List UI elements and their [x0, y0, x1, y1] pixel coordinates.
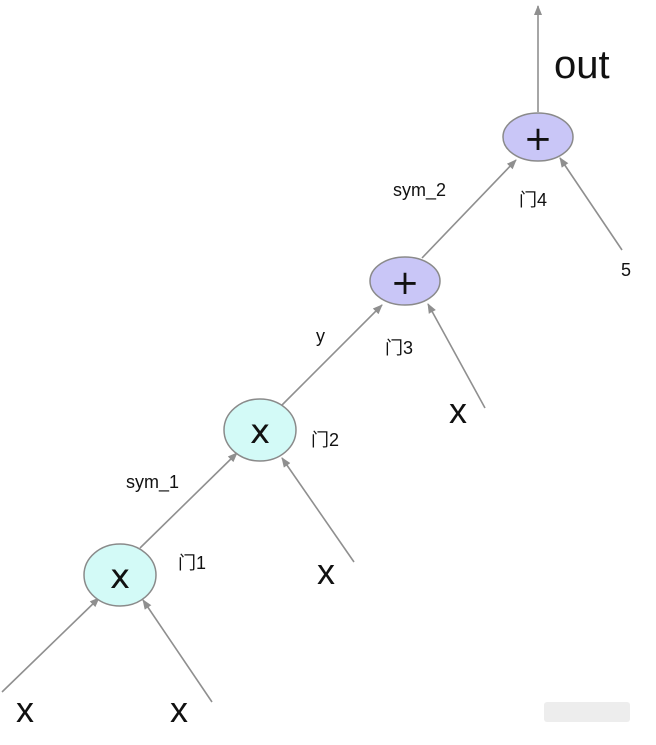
- gate4-label: 门4: [519, 190, 547, 210]
- edge-gate1-to-gate2: [139, 452, 238, 549]
- gate3-operator: +: [391, 263, 420, 303]
- blurred-watermark: [544, 702, 630, 722]
- gate3-node: [369, 256, 441, 306]
- gate1-operator: x: [110, 557, 130, 597]
- gate2-node: [223, 398, 297, 462]
- edge-input-to-gate1-right: [142, 599, 213, 703]
- input-gate4-right: 5: [621, 260, 631, 280]
- input-gate2-right: x: [317, 551, 335, 592]
- wire-label-sym-2: sym_2: [393, 180, 446, 201]
- edge-input-to-gate3-right: [427, 303, 486, 409]
- edge-gate2-to-gate3: [279, 304, 383, 408]
- output-label: out: [554, 43, 610, 87]
- wire-label-y: y: [316, 326, 325, 346]
- gate4-node: [502, 112, 574, 162]
- edge-input-to-gate4-right: [559, 157, 623, 251]
- input-gate3-right: x: [449, 390, 467, 431]
- edge-gate3-to-gate4: [421, 159, 517, 259]
- edge-input-to-gate1-left: [1, 597, 100, 693]
- wire-label-sym-1: sym_1: [126, 472, 179, 493]
- gate1-node: [83, 543, 157, 607]
- input-gate1-right: x: [170, 689, 188, 730]
- gate2-label: 门2: [311, 430, 339, 450]
- gate3-label: 门3: [385, 338, 413, 358]
- edge-input-to-gate2-right: [281, 457, 355, 563]
- gate4-operator: +: [524, 119, 553, 159]
- gate1-label: 门1: [178, 553, 206, 573]
- input-gate1-left: x: [16, 689, 34, 730]
- gate2-operator: x: [250, 412, 270, 452]
